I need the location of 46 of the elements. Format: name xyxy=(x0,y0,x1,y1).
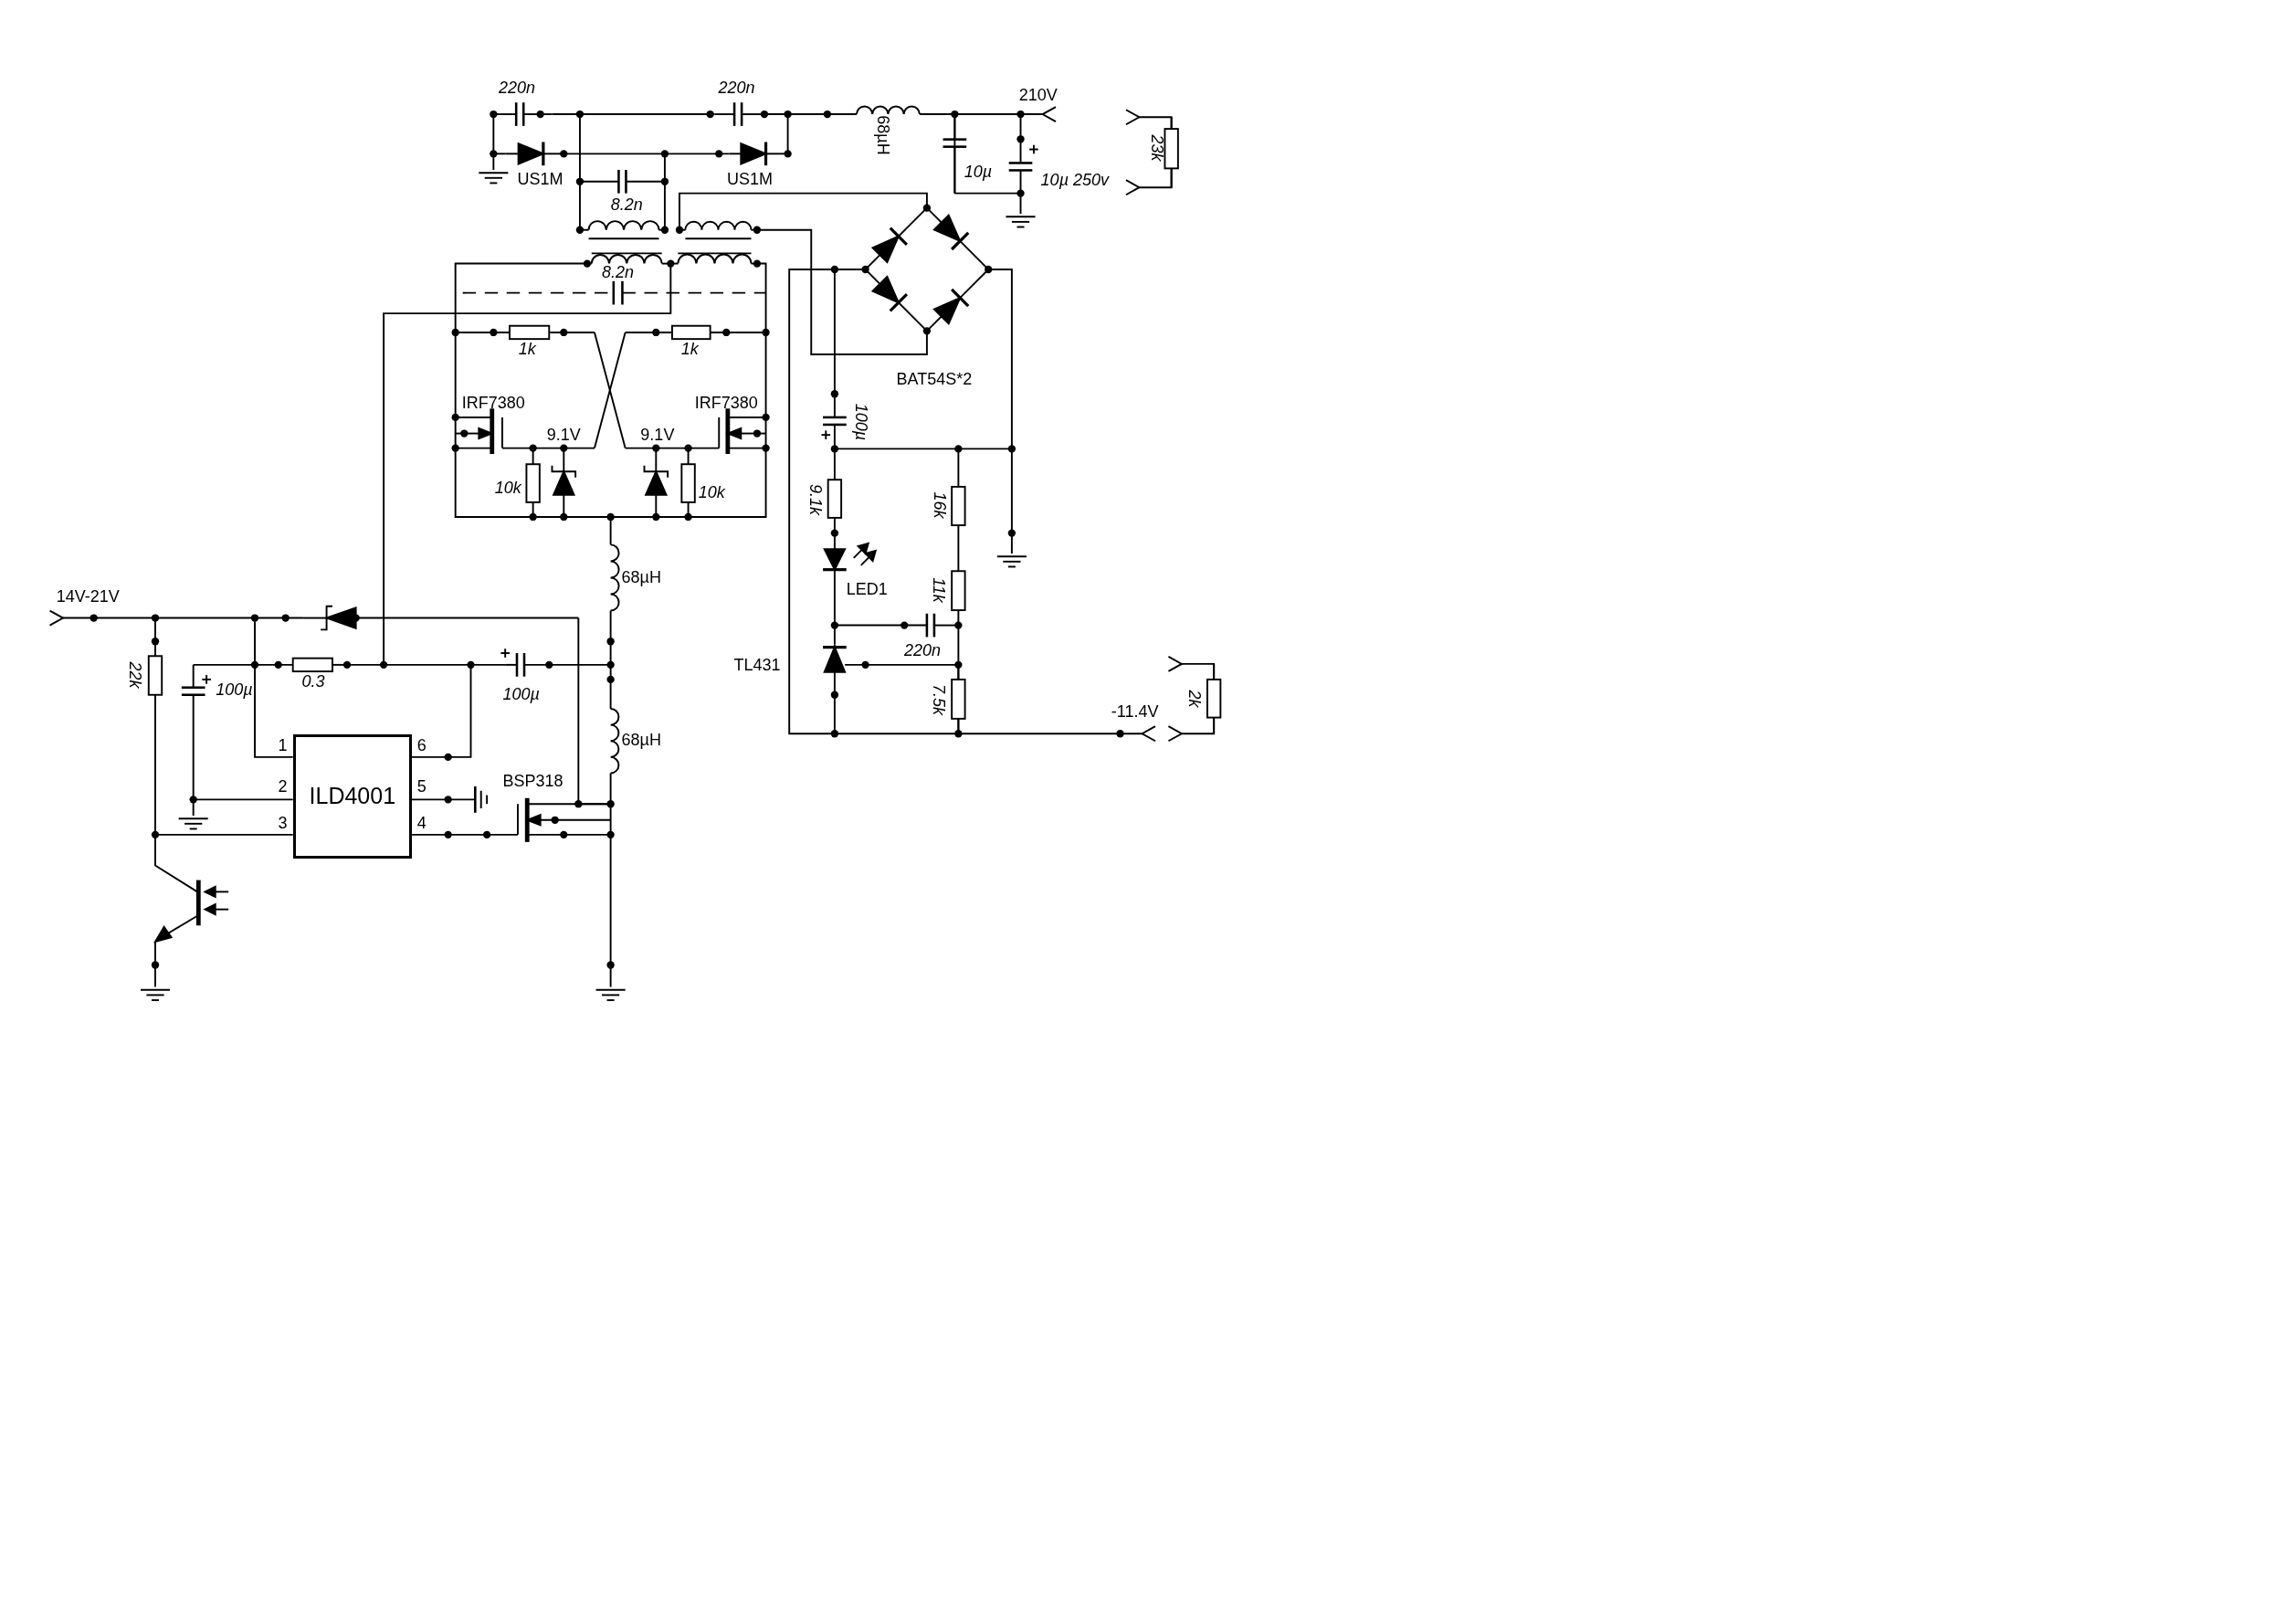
component-label: 10k xyxy=(698,483,725,501)
voltage-label: 14V-21V xyxy=(56,587,120,605)
component-label: IRF7380 xyxy=(461,394,525,411)
component-label: 1k xyxy=(680,340,699,357)
chip-name: ILD4001 xyxy=(309,783,396,810)
component-label: LED1 xyxy=(846,580,888,597)
voltage-label: 9.1V xyxy=(546,427,581,444)
voltage-label: -11.4V xyxy=(1111,703,1159,721)
component-label: 0.3 xyxy=(301,672,325,690)
component-label: 9.1k xyxy=(807,483,825,515)
component-label: 16k xyxy=(932,491,949,519)
ic-box xyxy=(293,734,412,859)
component-label: 2k xyxy=(1186,690,1204,708)
component-label: 220n xyxy=(904,641,942,659)
voltage-label: 9.1V xyxy=(640,427,675,444)
component-label: BAT54S*2 xyxy=(896,371,973,388)
component-label: 68µH xyxy=(621,731,661,748)
pin-number: 5 xyxy=(416,777,427,795)
pin-number: 4 xyxy=(416,815,427,832)
pin-number: 1 xyxy=(278,737,288,754)
component-label: 100µ xyxy=(852,403,869,440)
component-label: 100µ xyxy=(502,685,540,702)
component-label: 7.5k xyxy=(930,684,947,716)
component-label: US1M xyxy=(517,170,563,187)
component-label: BSP318 xyxy=(502,772,563,789)
component-label: 68µH xyxy=(621,568,661,585)
component-label: 1k xyxy=(518,340,536,357)
component-label: 22k xyxy=(126,661,143,689)
component-label: US1M xyxy=(726,170,773,187)
pin-number: 6 xyxy=(416,737,427,754)
component-label: 220n xyxy=(498,79,535,97)
component-label: 220n xyxy=(718,79,755,97)
component-label: TL431 xyxy=(733,656,781,673)
component-label: 68µH xyxy=(874,114,891,155)
pin-number: 3 xyxy=(278,815,288,832)
component-label: 10µ xyxy=(964,163,993,180)
component-label: 23k xyxy=(1148,134,1165,162)
pin-number: 2 xyxy=(278,777,288,795)
component-label: 11k xyxy=(930,577,947,603)
component-label: IRF7380 xyxy=(694,394,758,411)
component-label: 10µ 250v xyxy=(1040,172,1110,189)
component-label: 8.2n xyxy=(610,196,643,214)
voltage-label: 210V xyxy=(1018,87,1058,104)
component-label: 8.2n xyxy=(602,264,635,281)
component-label: 10k xyxy=(494,479,521,496)
component-label: 100µ xyxy=(216,681,253,699)
